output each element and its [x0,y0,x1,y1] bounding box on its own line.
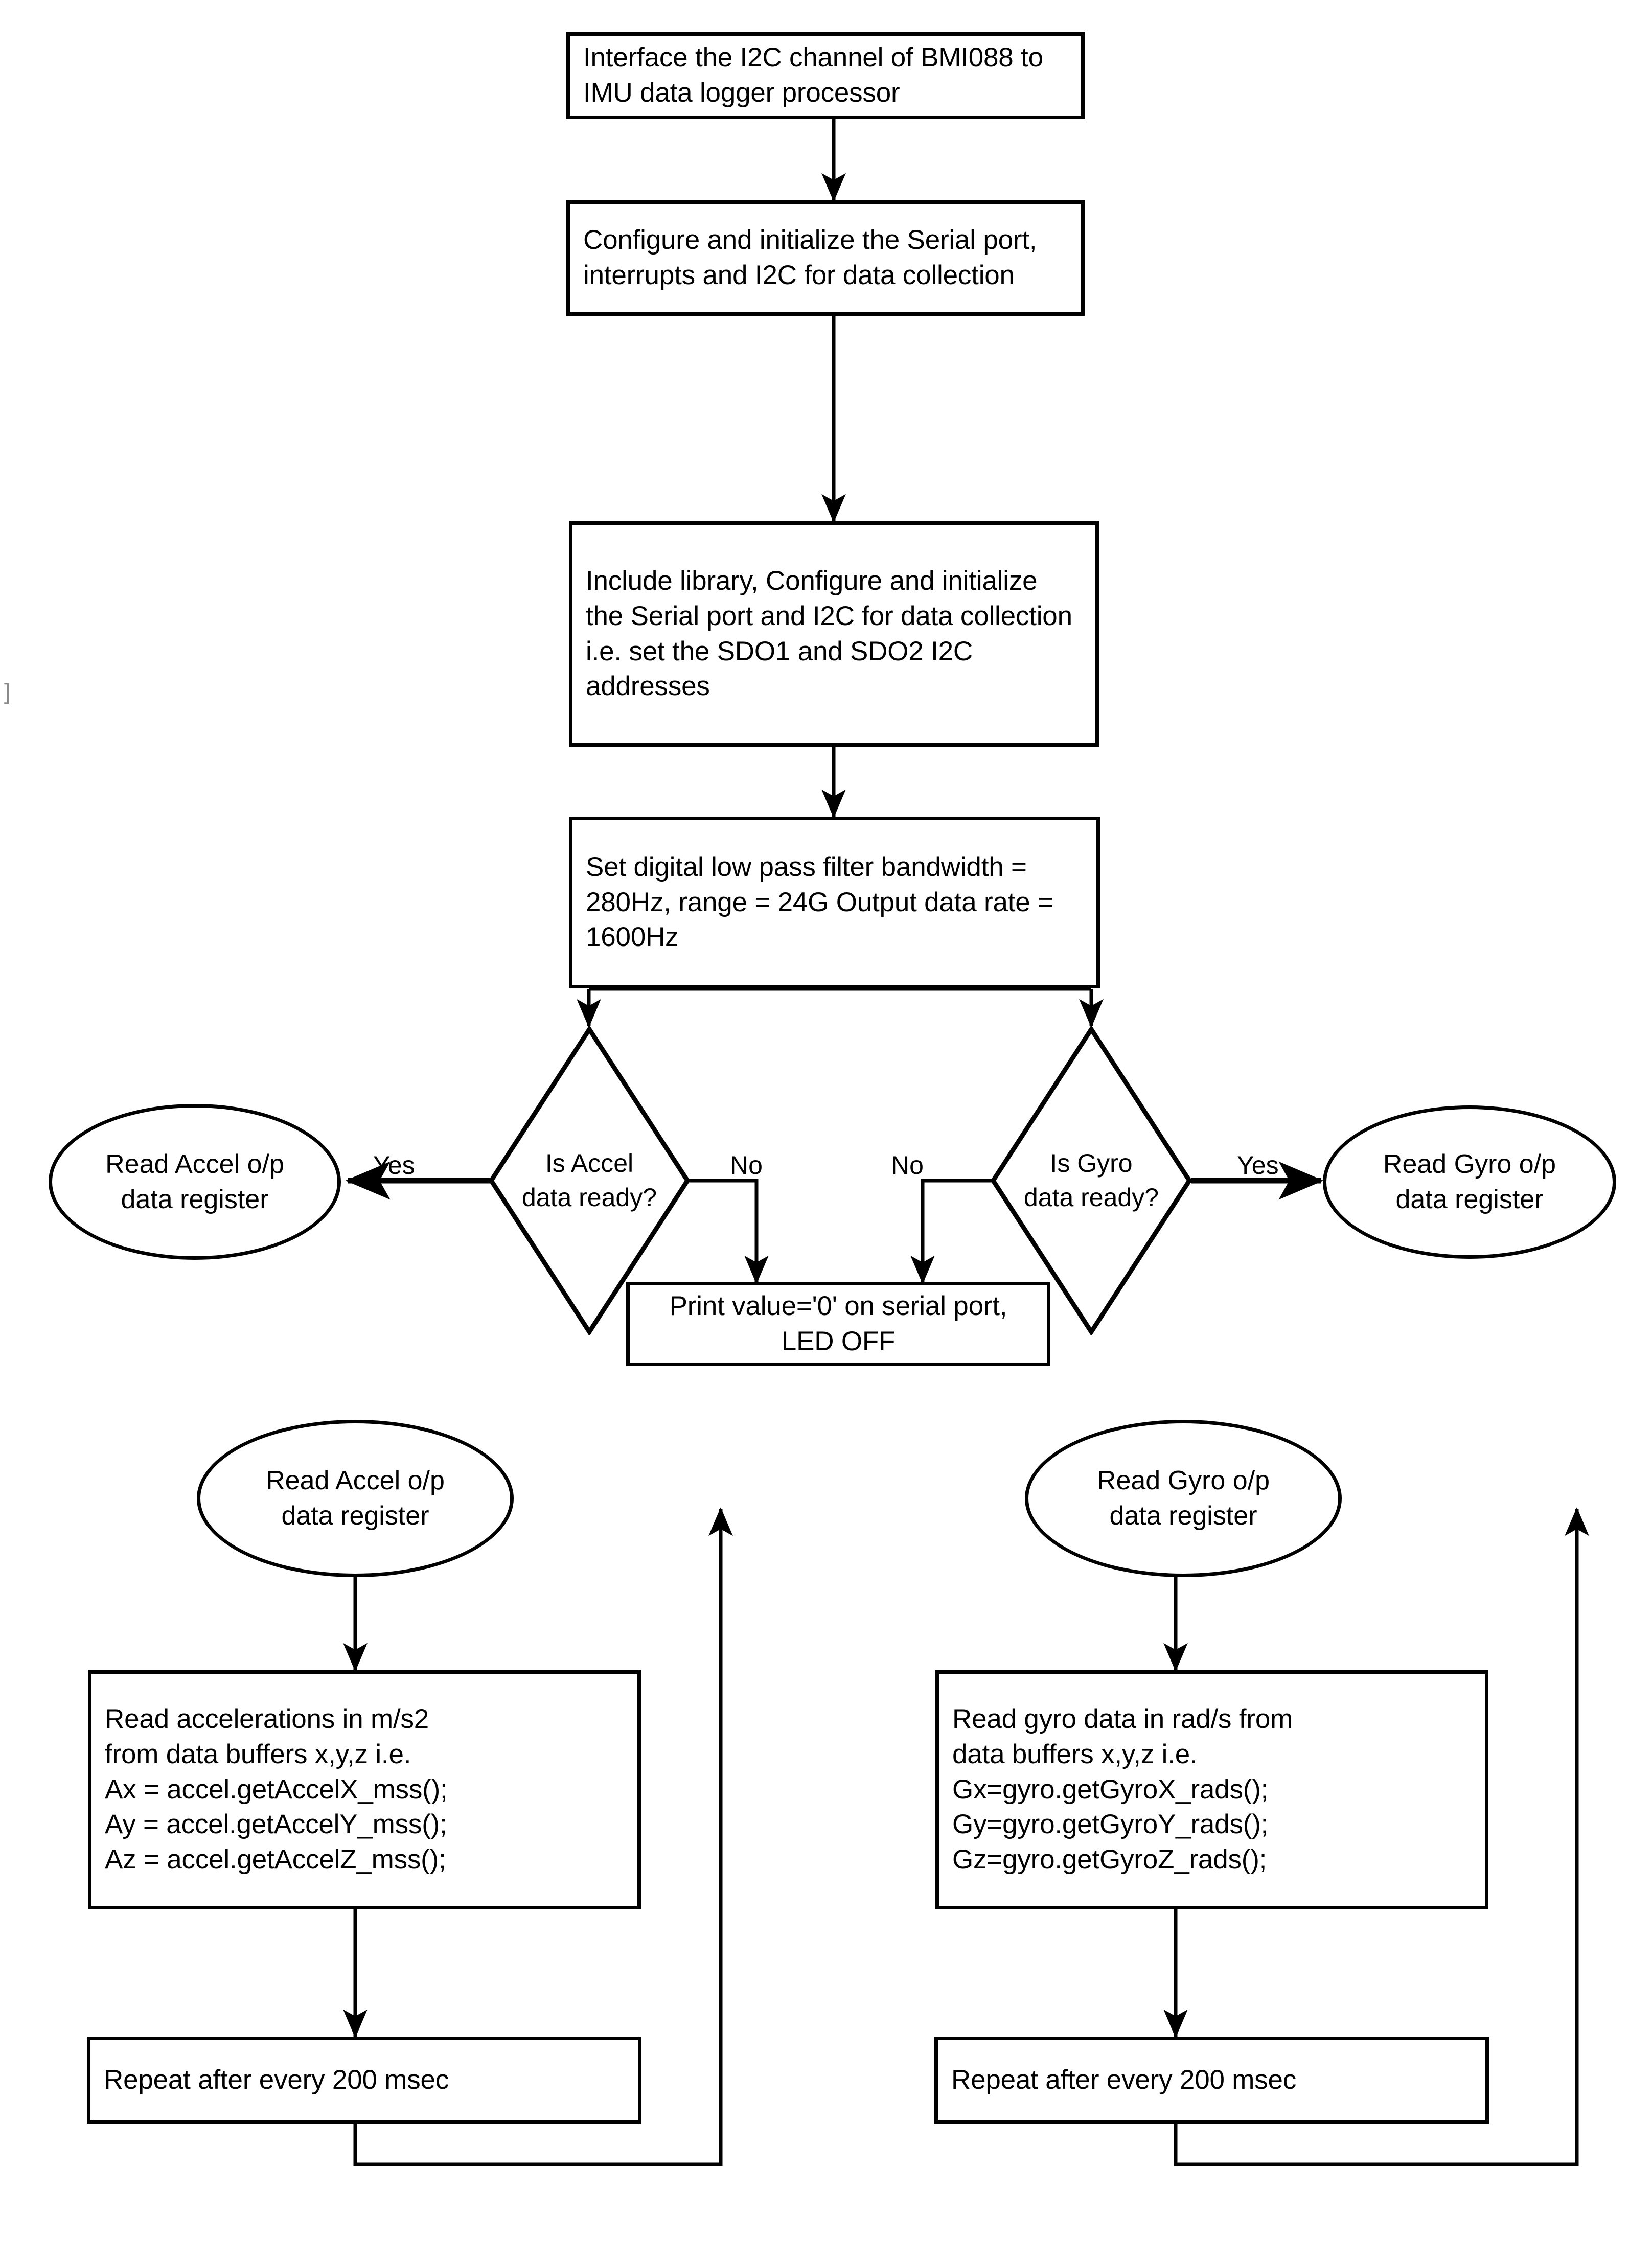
edge-label-gyro-no: No [891,1151,924,1180]
process-include-library-text: Include library, Configure and initializ… [586,565,1072,702]
stray-bracket-mark: ] [4,679,11,704]
connector-accel-no-to-print [689,1179,769,1284]
decision-accel-label: Is Accel data ready? [521,1149,657,1212]
connector-gyro-no-to-print [910,1179,992,1284]
process-read-gyro-data-text: Read gyro data in rad/s from data buffer… [952,1703,1293,1875]
terminal-read-gyro-top-text: Read Gyro o/p data register [1383,1149,1556,1214]
process-include-library: Include library, Configure and initializ… [569,521,1099,747]
process-set-filter-text: Set digital low pass filter bandwidth = … [586,851,1053,953]
process-repeat-accel-text: Repeat after every 200 msec [104,2064,449,2095]
terminal-read-accel-bottom: Read Accel o/p data register [197,1420,514,1577]
process-print-zero-text: Print value='0' on serial port, LED OFF [669,1290,1007,1356]
edge-label-gyro-yes: Yes [1237,1151,1279,1180]
process-repeat-accel: Repeat after every 200 msec [87,2037,641,2124]
process-print-zero: Print value='0' on serial port, LED OFF [626,1282,1050,1366]
process-read-accel-data: Read accelerations in m/s2 from data buf… [88,1670,641,1909]
process-read-accel-data-text: Read accelerations in m/s2 from data buf… [105,1703,448,1875]
decision-accel-shape [488,1026,691,1335]
decision-accel-data-ready: Is Accel data ready? [488,1026,691,1335]
terminal-read-accel-top: Read Accel o/p data register [49,1104,341,1260]
terminal-read-gyro-bottom-text: Read Gyro o/p data register [1096,1466,1270,1531]
process-set-filter: Set digital low pass filter bandwidth = … [569,817,1100,988]
edge-label-accel-yes: Yes [373,1151,415,1180]
process-repeat-gyro: Repeat after every 200 msec [934,2037,1489,2124]
process-repeat-gyro-text: Repeat after every 200 msec [951,2064,1297,2095]
process-interface-i2c-text: Interface the I2C channel of BMI088 to I… [583,42,1043,108]
process-interface-i2c: Interface the I2C channel of BMI088 to I… [566,32,1085,119]
decision-gyro-shape [990,1026,1192,1335]
edge-label-accel-no: No [730,1151,763,1180]
terminal-read-gyro-top: Read Gyro o/p data register [1323,1105,1616,1259]
process-configure-serial-text: Configure and initialize the Serial port… [583,225,1037,290]
decision-gyro-label: Is Gyro data ready? [1023,1149,1159,1212]
terminal-read-gyro-bottom: Read Gyro o/p data register [1025,1420,1342,1577]
decision-gyro-data-ready: Is Gyro data ready? [990,1026,1192,1335]
process-configure-serial: Configure and initialize the Serial port… [566,200,1085,316]
terminal-read-accel-bottom-text: Read Accel o/p data register [266,1466,445,1531]
process-read-gyro-data: Read gyro data in rad/s from data buffer… [935,1670,1488,1909]
terminal-read-accel-top-text: Read Accel o/p data register [105,1149,284,1214]
